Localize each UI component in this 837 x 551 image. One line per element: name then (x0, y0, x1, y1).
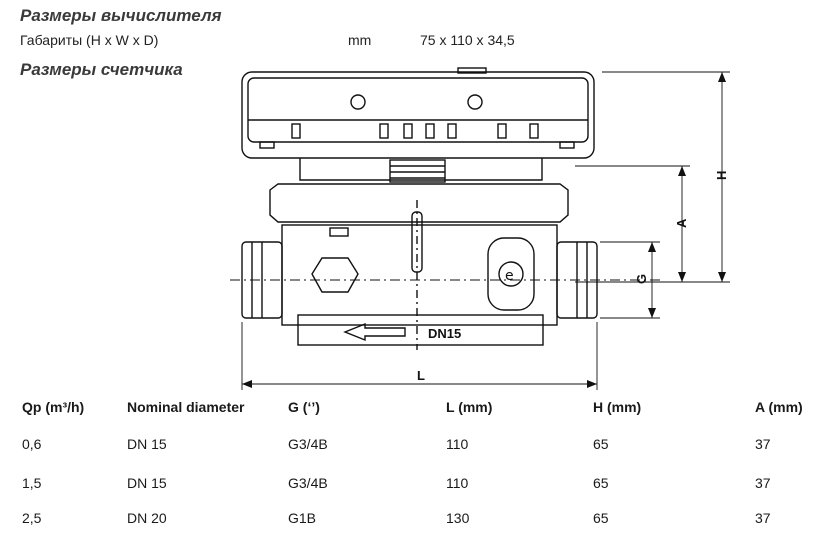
table-header: Qp (m³/h) (22, 399, 85, 415)
table-cell: G1B (288, 510, 317, 526)
dimensions-value: 75 x 110 x 34,5 (420, 32, 515, 48)
table-cell: DN 20 (127, 510, 167, 526)
table-header: H (mm) (593, 399, 642, 415)
calculator-head (241, 71, 595, 159)
table-cell: DN 15 (127, 475, 167, 491)
dimension-g-label: G (634, 274, 649, 284)
screw-icon (350, 94, 366, 110)
computer-dimensions-title: Размеры вычислителя (20, 6, 222, 25)
dn-label: DN15 (428, 326, 461, 341)
table-cell: 130 (446, 510, 470, 526)
table-cell: 2,5 (22, 510, 42, 526)
table-cell: G3/4B (288, 475, 328, 491)
meter-drawing: e DN15 H A G L (230, 67, 730, 390)
table-cell: DN 15 (127, 436, 167, 452)
table-header: L (mm) (446, 399, 493, 415)
table-header: A (mm) (755, 399, 803, 415)
table-cell: 110 (446, 475, 469, 491)
svg-text:e: e (505, 268, 514, 284)
hex-nut (311, 257, 359, 293)
screw-icon (467, 94, 483, 110)
table-cell: 0,6 (22, 436, 42, 452)
meter-dimensions-title: Размеры счетчика (20, 60, 183, 79)
table-header: Nominal diameter (127, 399, 245, 415)
dimension-a-label: A (674, 218, 689, 228)
dimension-l-label: L (417, 368, 425, 383)
connector-icon (389, 159, 446, 183)
dimensions-unit: mm (348, 32, 372, 48)
dimension-h-label: H (714, 171, 729, 180)
table-cell: 37 (755, 510, 771, 526)
table-cell: 37 (755, 475, 771, 491)
table-cell: G3/4B (288, 436, 328, 452)
table-cell: 65 (593, 436, 609, 452)
table-cell: 110 (446, 436, 469, 452)
dimensions-label: Габариты (H x W x D) (20, 32, 159, 48)
table-cell: 65 (593, 475, 609, 491)
table-cell: 65 (593, 510, 609, 526)
sensor-port (487, 237, 535, 311)
table-header: G (‘’) (288, 399, 320, 415)
table-cell: 1,5 (22, 475, 42, 491)
table-cell: 37 (755, 436, 771, 452)
